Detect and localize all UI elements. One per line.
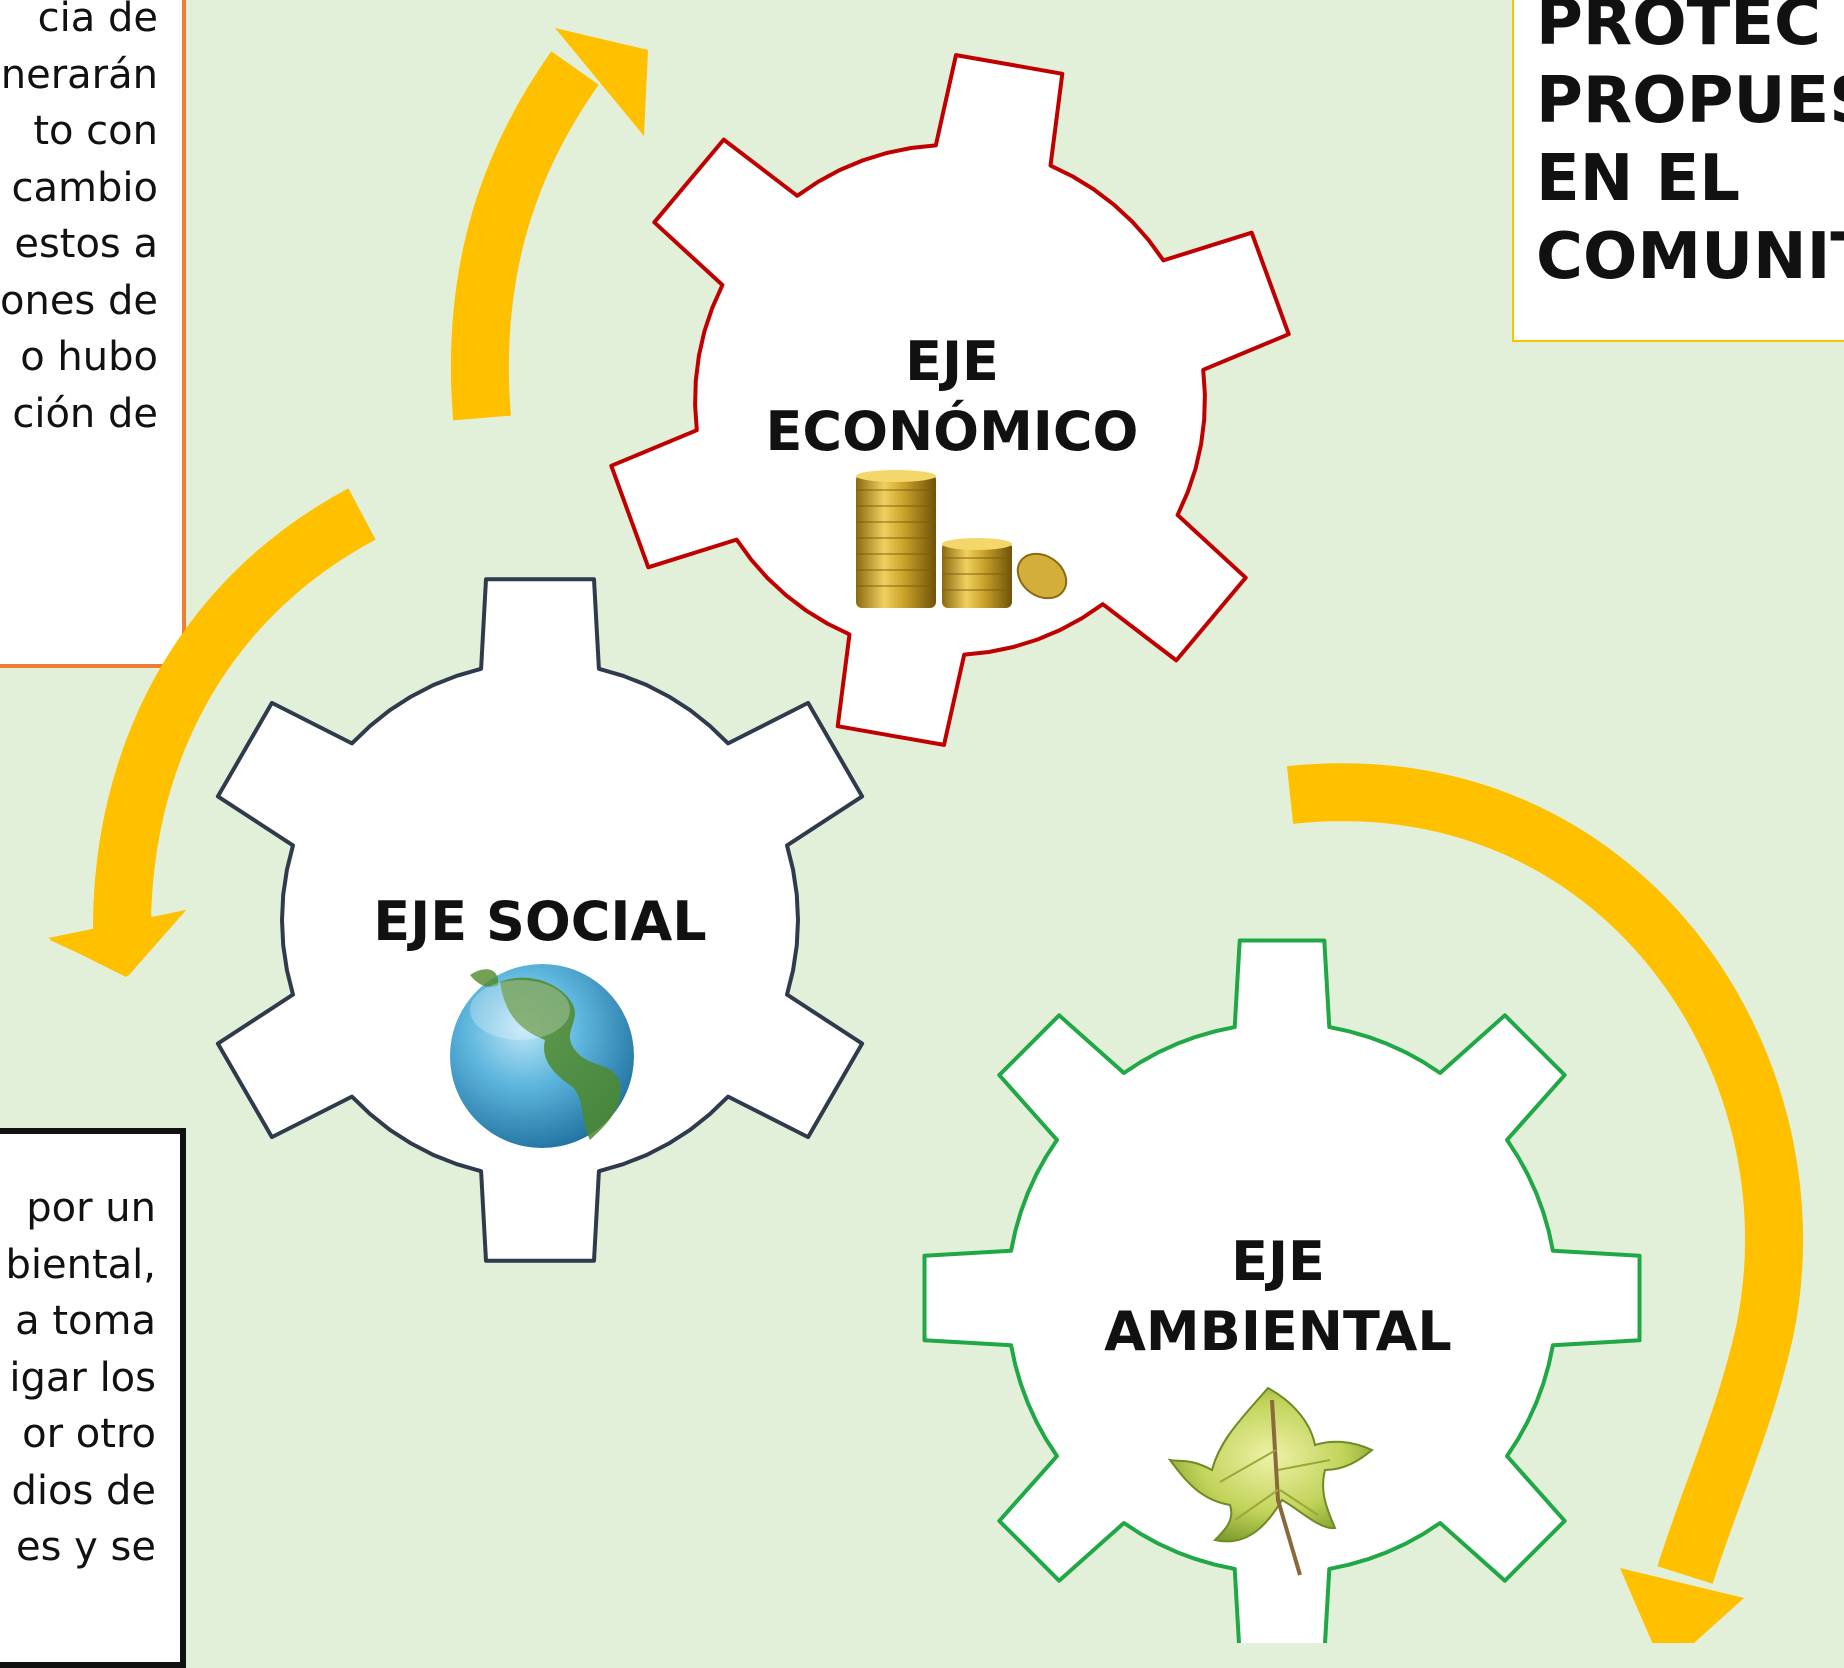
text-line: nerarán	[0, 51, 158, 98]
gear-ambiental	[922, 938, 1642, 1643]
gear-economico	[609, 53, 1291, 747]
heading-line: EN EL	[1536, 142, 1741, 216]
text-line: cambio	[11, 164, 158, 211]
leaf-icon	[1167, 1386, 1374, 1576]
text-box-bottom-left-body: por un biental, a toma igar los or otro …	[0, 1180, 157, 1576]
text-line: ción de	[12, 390, 158, 437]
text-line: a toma	[15, 1298, 156, 1344]
heading-box-top-right: PROTEC PROPUES EN EL COMUNIT	[1512, 0, 1844, 342]
text-line: to con	[33, 108, 158, 154]
text-line: dios de	[11, 1467, 156, 1514]
arrow-top	[450, 28, 648, 421]
gear-economico-label-line2: ECONÓMICO	[766, 400, 1139, 463]
text-line: igar los	[9, 1354, 156, 1401]
text-line: por un	[26, 1185, 156, 1231]
gear-social	[215, 577, 865, 1263]
text-line: biental,	[5, 1241, 157, 1288]
heading-line: PROTEC	[1536, 0, 1821, 60]
text-box-bottom-left: por un biental, a toma igar los or otro …	[0, 1128, 186, 1668]
gear-economico-label-line1: EJE	[905, 330, 999, 393]
text-box-top-left-body: cia de nerarán to con cambio estos a one…	[0, 0, 158, 442]
heading-text: PROTEC PROPUES EN EL COMUNIT	[1536, 0, 1844, 296]
text-line: es y se	[16, 1524, 156, 1570]
gear-social-outline	[215, 577, 865, 1263]
coins-icon	[856, 470, 1068, 608]
text-line: o hubo	[20, 334, 158, 380]
gear-ambiental-outline	[922, 938, 1642, 1643]
arrow-left	[48, 488, 376, 977]
gear-ambiental-label-line1: EJE	[1231, 1230, 1325, 1293]
gear-social-label: EJE SOCIAL	[373, 890, 706, 953]
text-line: cia de	[37, 0, 158, 41]
text-box-top-left: cia de nerarán to con cambio estos a one…	[0, 0, 186, 668]
arrow-right	[1286, 763, 1803, 1643]
text-line: or otro	[22, 1411, 156, 1457]
globe-icon	[450, 964, 634, 1148]
heading-line: COMUNIT	[1536, 220, 1844, 294]
text-line: estos a	[14, 221, 158, 267]
text-line: ones de	[0, 277, 158, 324]
gear-economico-outline	[609, 53, 1291, 747]
heading-line: PROPUES	[1536, 64, 1844, 138]
gear-ambiental-label-line2: AMBIENTAL	[1104, 1300, 1452, 1363]
